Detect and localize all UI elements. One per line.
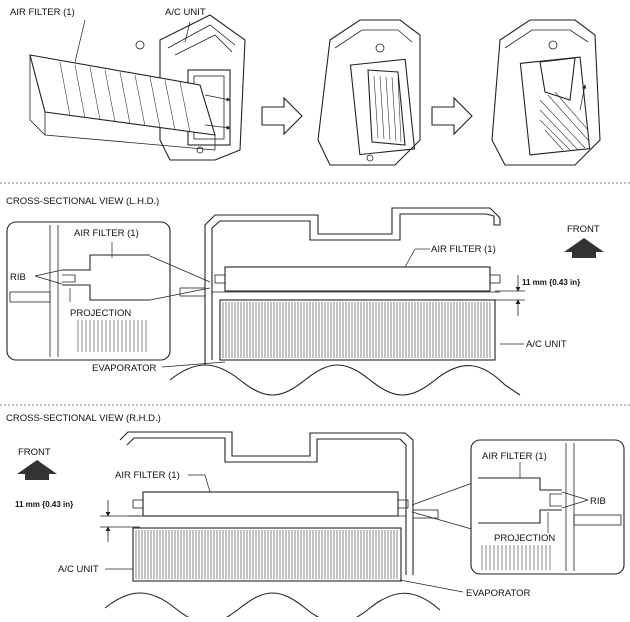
rhd-air-filter xyxy=(132,491,439,519)
top-ac-unit-label: A/C UNIT xyxy=(165,7,206,18)
lhd-wavy-duct xyxy=(169,364,521,396)
rhd-front-label: FRONT xyxy=(18,447,51,458)
rhd-wavy-duct xyxy=(104,592,441,622)
lhd-clearance-dimension xyxy=(495,275,525,316)
rhd-inset-rib-label: RIB xyxy=(590,496,606,507)
removal-step-1 xyxy=(29,14,246,161)
rhd-clearance-dimension xyxy=(100,500,140,542)
lhd-title: CROSS-SECTIONAL VIEW (L.H.D.) xyxy=(6,196,159,207)
removal-step-3 xyxy=(491,19,601,166)
rhd-clearance-label: 11 mm {0.43 in} xyxy=(15,500,73,509)
rhd-title: CROSS-SECTIONAL VIEW (R.H.D.) xyxy=(6,413,161,424)
lhd-air-filter xyxy=(179,266,501,297)
rhd-inset-projection-label: PROJECTION xyxy=(494,533,555,544)
step-arrow-2 xyxy=(431,96,473,136)
rhd-inset-detail xyxy=(470,439,625,575)
lhd-front-arrow xyxy=(564,238,604,258)
lhd-front-label: FRONT xyxy=(567,224,600,235)
rhd-evaporator xyxy=(132,527,402,582)
rhd-callout-line-top xyxy=(411,481,476,506)
lhd-ac-unit-label: A/C UNIT xyxy=(526,339,567,350)
top-air-filter-label: AIR FILTER (1) xyxy=(10,7,75,18)
lhd-evaporator xyxy=(219,299,496,361)
lhd-inset-detail xyxy=(6,221,171,361)
lhd-callout-line-top xyxy=(149,255,211,283)
lhd-inset-rib-label: RIB xyxy=(10,272,26,283)
rhd-evaporator-label: EVAPORATOR xyxy=(466,588,531,599)
lhd-inset-evaporator-hatch xyxy=(77,320,147,352)
lhd-clearance-label: 11 mm {0.43 in} xyxy=(522,278,580,287)
lhd-evaporator-label: EVAPORATOR xyxy=(92,363,157,374)
rhd-front-arrow xyxy=(17,460,57,480)
rhd-ac-unit-label: A/C UNIT xyxy=(58,564,99,575)
filter-pleats-top xyxy=(59,61,191,133)
lhd-inset-air-filter-label: AIR FILTER (1) xyxy=(74,228,139,239)
rhd-air-filter-label: AIR FILTER (1) xyxy=(115,470,180,481)
rhd-callout-line-bottom xyxy=(411,511,476,531)
lhd-inset-projection-label: PROJECTION xyxy=(70,308,131,319)
rhd-inset-air-filter-label: AIR FILTER (1) xyxy=(482,451,547,462)
step-arrow-1 xyxy=(261,96,303,136)
rhd-inset-evaporator-hatch xyxy=(481,545,551,570)
lhd-air-filter-label: AIR FILTER (1) xyxy=(431,244,496,255)
removal-step-2 xyxy=(317,19,421,166)
